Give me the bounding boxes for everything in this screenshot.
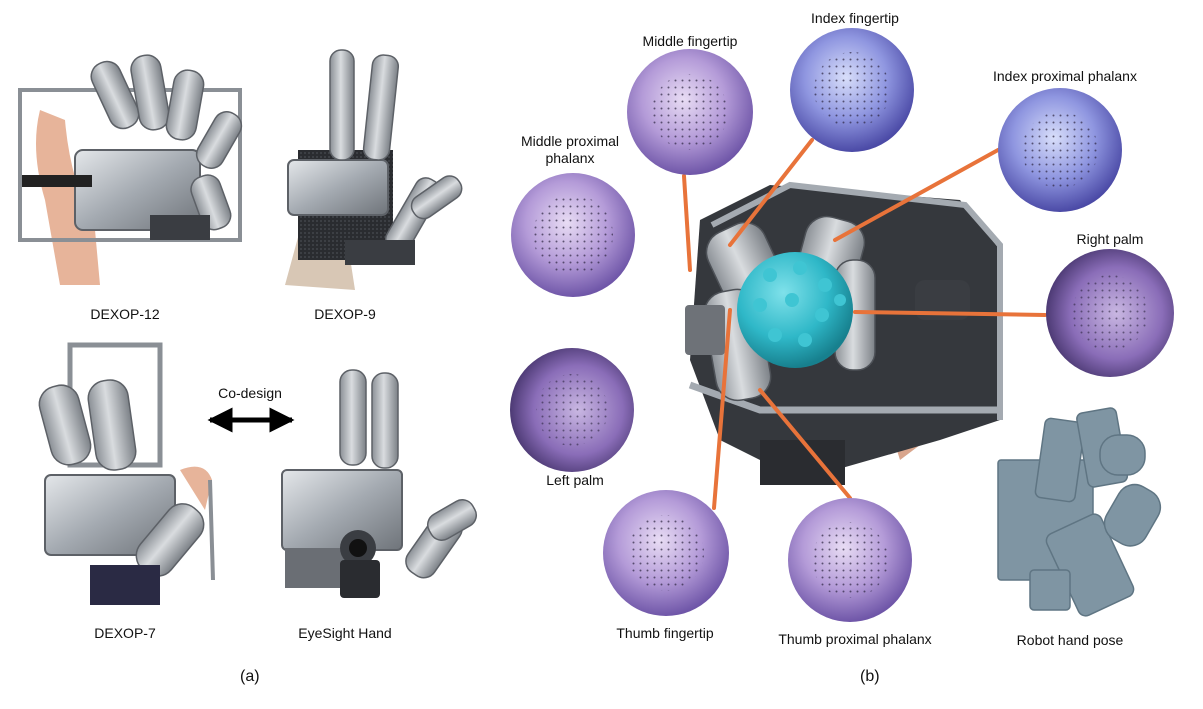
label-thumb-fingertip: Thumb fingertip — [616, 625, 714, 641]
label-eyesight-hand: EyeSight Hand — [298, 625, 392, 641]
caption-b: (b) — [860, 668, 880, 685]
sensor-index-fingertip — [790, 28, 914, 152]
label-index-proximal-phalanx: Index proximal phalanx — [993, 68, 1137, 84]
dexop-7-photo — [38, 342, 215, 605]
sensor-middle-fingertip — [627, 49, 753, 175]
robot-hand-pose-render — [997, 407, 1162, 617]
sensor-thumb-proximal-phalanx — [788, 498, 912, 622]
sensor-index-proximal-phalanx — [998, 88, 1122, 212]
sensor-left-palm — [510, 348, 634, 472]
eyesight-hand-photo — [281, 369, 478, 598]
label-right-palm: Right palm — [1076, 231, 1144, 247]
dexop-12-photo — [18, 54, 243, 285]
sensor-thumb-fingertip — [603, 490, 729, 616]
label-left-palm: Left palm — [546, 472, 604, 488]
label-dexop-12: DEXOP-12 — [90, 306, 160, 322]
central-hand-photo — [685, 181, 1003, 485]
label-robot-hand-pose: Robot hand pose — [1016, 632, 1124, 648]
sensor-right-palm — [1046, 249, 1174, 377]
label-thumb-proximal-phalanx: Thumb proximal phalanx — [778, 631, 932, 647]
label-index-fingertip: Index fingertip — [811, 10, 899, 26]
leader-lines — [682, 138, 1047, 510]
caption-a: (a) — [240, 668, 260, 685]
label-dexop-7: DEXOP-7 — [94, 625, 156, 641]
label-dexop-9: DEXOP-9 — [314, 306, 376, 322]
sensor-middle-proximal-phalanx — [511, 173, 635, 297]
dexop-9-photo — [285, 49, 463, 290]
label-middle-fingertip: Middle fingertip — [642, 33, 738, 49]
label-codesign: Co-design — [218, 385, 282, 401]
label-middle-proximal-phalanx: Middle proximal phalanx — [520, 133, 620, 166]
